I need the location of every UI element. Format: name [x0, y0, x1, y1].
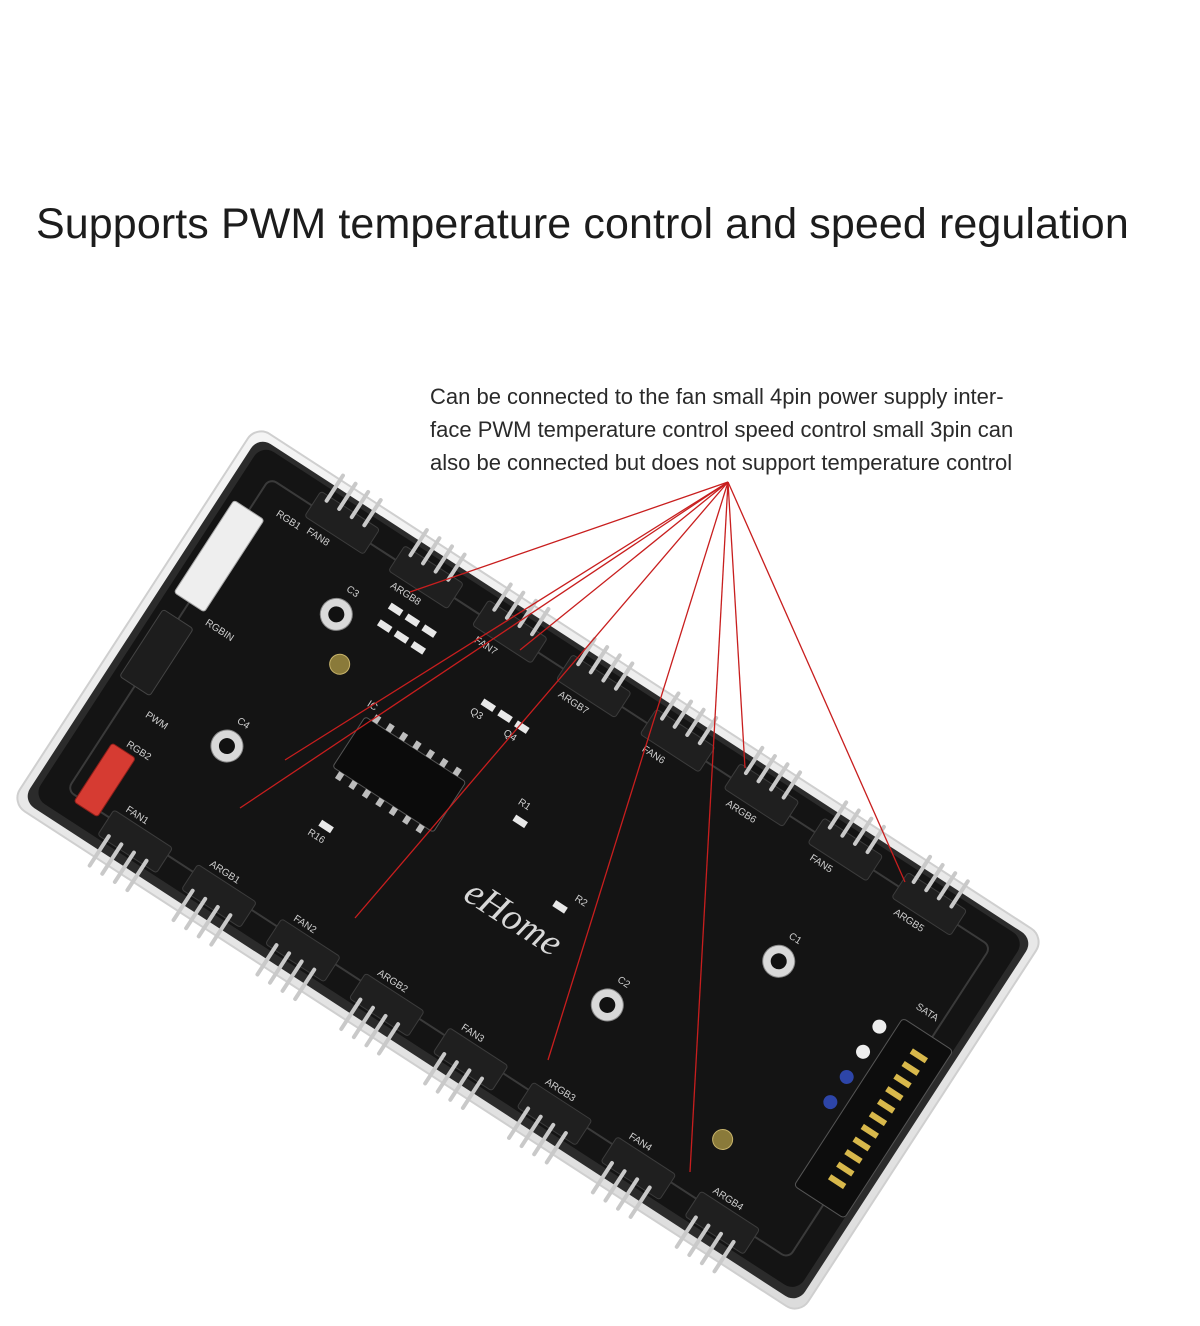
leader-lines [239, 481, 906, 1173]
header-argb2 [349, 973, 424, 1036]
top-pins [324, 473, 970, 909]
header-argb7 [556, 655, 631, 718]
bottom-fan-headers [98, 810, 760, 1254]
page-title: Supports PWM temperature control and spe… [36, 200, 1129, 248]
leader-line [727, 481, 746, 769]
caption-line: face PWM temperature control speed contr… [430, 417, 1014, 442]
header-fan7 [473, 600, 547, 663]
header-fan8 [305, 491, 380, 554]
leader-line [689, 481, 729, 1173]
pwm-red-header [74, 743, 135, 817]
header-fan5 [808, 818, 883, 881]
header-fan4 [601, 1137, 676, 1200]
header-argb4 [685, 1191, 760, 1254]
sata-pins [827, 1048, 929, 1190]
capacitors [210, 597, 796, 1022]
header-argb5 [892, 873, 967, 935]
pwm-in-connector [120, 609, 193, 696]
leader-line [727, 481, 906, 883]
rgb-in-connector [174, 500, 264, 612]
top-fan-headers [305, 491, 967, 935]
header-fan1 [98, 810, 173, 873]
header-argb3 [517, 1082, 592, 1145]
header-argb6 [724, 764, 799, 827]
leader-line [239, 481, 729, 809]
thermistor [329, 653, 351, 675]
ic-legs [334, 714, 462, 834]
thermistor-2 [712, 1128, 734, 1150]
leader-line [409, 481, 729, 593]
leader-line [519, 481, 729, 651]
caption-line: Can be connected to the fan small 4pin p… [430, 384, 1004, 409]
caption-line: also be connected but does not support t… [430, 450, 1013, 475]
pcb [38, 449, 1020, 1287]
bottom-pins [87, 834, 736, 1274]
leader-line [354, 481, 729, 919]
callout-caption: Can be connected to the fan small 4pin p… [430, 380, 1130, 479]
smd-resistors [318, 602, 568, 914]
header-fan2 [266, 919, 340, 982]
leader-line [284, 481, 729, 761]
leader-line [547, 481, 729, 1061]
header-fan3 [433, 1028, 508, 1091]
header-fan6 [640, 709, 715, 772]
fan-hub-board: eHome FAN8 ARGB8 FAN7 ARGB7 FAN6 ARGB6 F… [16, 430, 1040, 1310]
header-argb1 [182, 864, 256, 927]
status-leds [823, 1019, 887, 1110]
